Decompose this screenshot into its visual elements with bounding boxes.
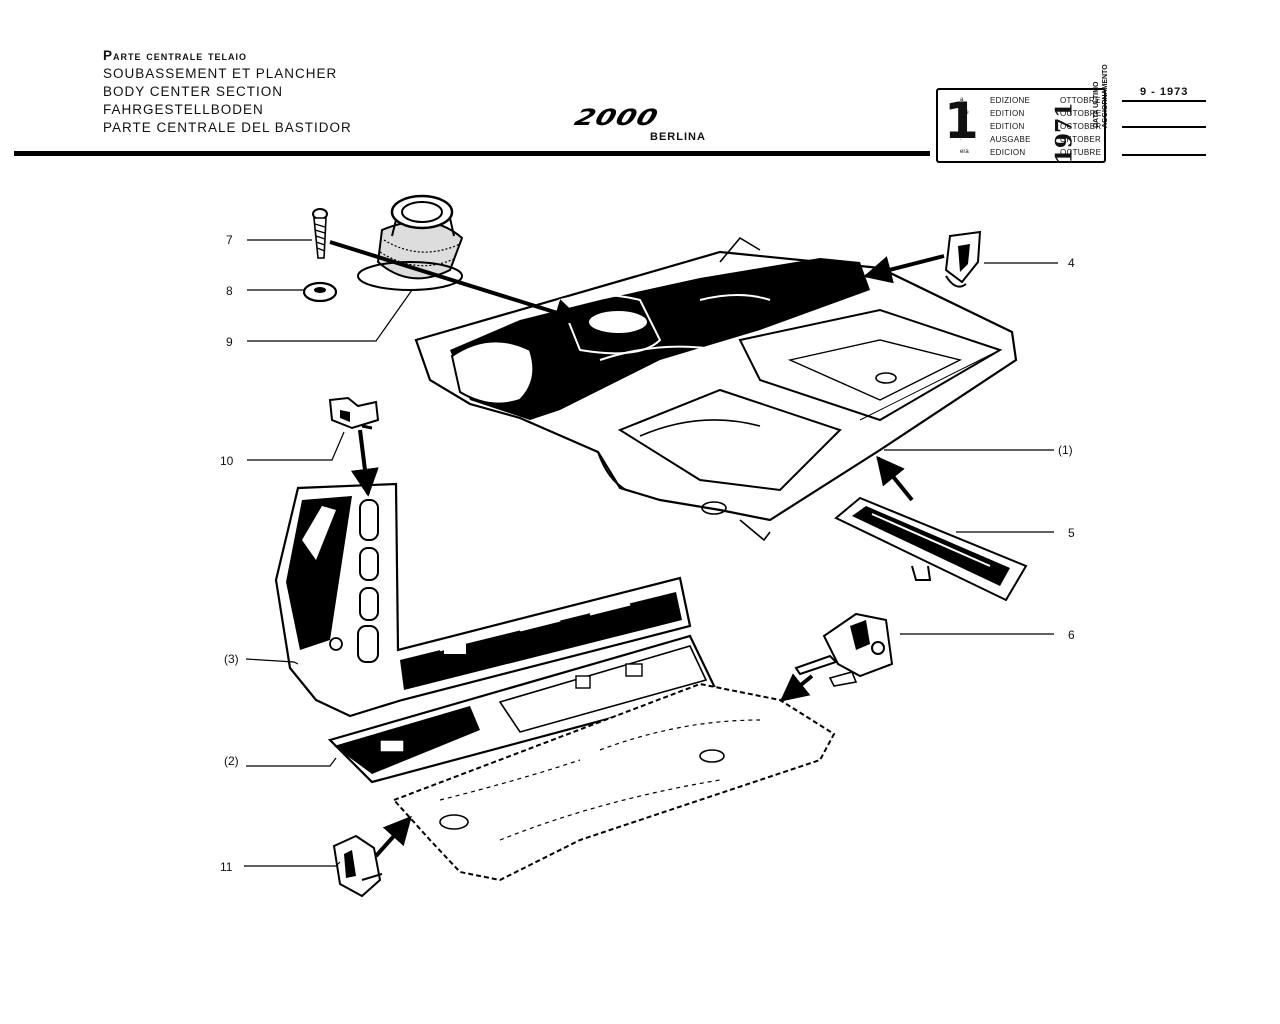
arrow-screw-to-tunnel [329, 240, 583, 326]
update-date-rule [1122, 100, 1206, 102]
arrow-bracket4 [863, 254, 945, 284]
title-english: BODY CENTER SECTION [103, 84, 284, 99]
edition-suffix: a [960, 97, 964, 103]
assembly-arrows [329, 240, 945, 858]
part-2-inner-sill [327, 634, 718, 784]
arrow-clip10 [350, 429, 379, 497]
edition-suffix: ere [960, 110, 969, 116]
title-french: SOUBASSEMENT ET PLANCHER [103, 66, 338, 81]
edition-word-it: EDIZIONE [990, 96, 1031, 105]
leader-lines [244, 239, 1058, 867]
edition-suffix: . [960, 136, 962, 142]
header-rule [14, 151, 930, 156]
part-9-boot [357, 194, 464, 291]
edition-month-en: OCTOBER [1060, 122, 1102, 131]
update-blank-rule [1122, 154, 1206, 156]
edition-word-en: EDITION [990, 122, 1025, 131]
edition-suffix: era [960, 149, 969, 155]
model-subtitle: BERLINA [650, 131, 706, 143]
part-1-floor-pan [414, 236, 1018, 542]
callout-5: 5 [1068, 526, 1075, 540]
edition-month-de: OKTOBER [1060, 135, 1102, 144]
part-7-screw [312, 208, 328, 259]
edition-month-es: OCTUBRE [1060, 148, 1102, 157]
update-date: 9 - 1973 [1140, 86, 1189, 98]
edition-month-fr: OCTOBRE [1060, 109, 1102, 118]
edition-number: 1 [944, 92, 979, 150]
arrow-crossmember5 [876, 455, 914, 502]
part-5-crossmember [834, 496, 1028, 602]
callout-1: (1) [1058, 443, 1073, 457]
callout-9: 9 [226, 335, 233, 349]
part-6-mount [794, 612, 894, 687]
callout-3: (3) [224, 652, 239, 666]
title-italian: Parte centrale telaio [103, 48, 248, 63]
callout-8: 8 [226, 284, 233, 298]
title-spanish: PARTE CENTRALE DEL BASTIDOR [103, 120, 352, 135]
callout-10: 10 [220, 454, 234, 468]
part-8-washer [302, 281, 338, 303]
title-block: Parte centrale telaio SOUBASSEMENT ET PL… [103, 47, 352, 137]
callout-7: 7 [226, 233, 233, 247]
arrow-bracket11 [374, 815, 412, 858]
edition-month-it: OTTOBRE [1060, 96, 1101, 105]
part-4-bracket [944, 230, 982, 288]
callout-11: 11 [220, 860, 233, 874]
callout-6: 6 [1068, 628, 1075, 642]
callout-2: (2) [224, 754, 239, 768]
part-10-clip [328, 396, 380, 430]
edition-word-de: AUSGABE [990, 135, 1031, 144]
edition-suffix: st [960, 123, 965, 129]
edition-box: 1 a ere st . era EDIZIONE EDITION EDITIO… [936, 88, 1106, 164]
edition-word-fr: EDITION [990, 109, 1025, 118]
edition-word-es: EDICION [990, 148, 1026, 157]
arrow-mount6 [779, 673, 814, 702]
part-11-bracket [332, 834, 383, 898]
update-blank-rule [1122, 126, 1206, 128]
title-german: FAHRGESTELLBODEN [103, 102, 264, 117]
part-3-pillar-sill [274, 482, 692, 718]
lower-floor-panel [392, 682, 836, 882]
callout-4: 4 [1068, 256, 1075, 270]
